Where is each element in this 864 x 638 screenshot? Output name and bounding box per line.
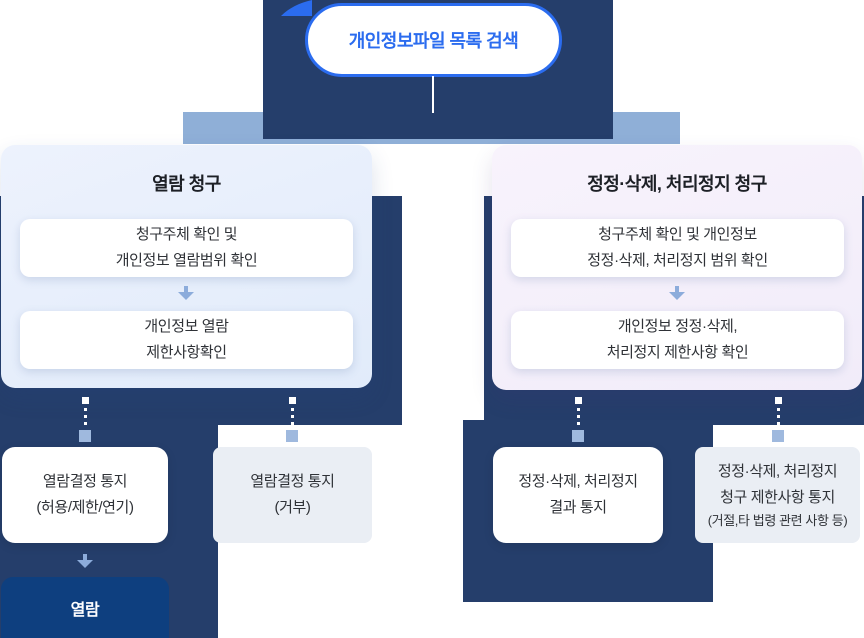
view-step-2: 개인정보 열람 제한사항확인 <box>20 311 353 369</box>
connector-line <box>432 76 434 113</box>
correction-step-1: 청구주체 확인 및 개인정보 정정·삭제, 처리정지 범위 확인 <box>511 219 844 277</box>
correction-request-card: 정정·삭제, 처리정지 청구 청구주체 확인 및 개인정보 정정·삭제, 처리정… <box>492 145 862 390</box>
dotted-arrow-icon <box>79 397 91 442</box>
dotted-arrow-icon <box>572 397 584 442</box>
view-step-2-line2: 제한사항확인 <box>146 344 227 361</box>
search-pill-label: 개인정보파일 목록 검색 <box>348 31 519 51</box>
view-step-1: 청구주체 확인 및 개인정보 열람범위 확인 <box>20 219 353 277</box>
correction-limit-notice-box: 정정·삭제, 처리정지 청구 제한사항 통지 (거절,타 법령 관련 사항 등) <box>695 447 860 543</box>
view-decision-notice-line1: 열람결정 통지 <box>42 473 128 490</box>
correction-result-line2: 결과 통지 <box>549 499 607 516</box>
view-decision-notice-box: 열람결정 통지 (허용/제한/연기) <box>2 447 168 543</box>
correction-limit-line2: 청구 제한사항 통지 <box>720 489 835 506</box>
correction-step-2: 개인정보 정정·삭제, 처리정지 제한사항 확인 <box>511 311 844 369</box>
correction-result-line1: 정정·삭제, 처리정지 <box>518 473 638 490</box>
final-view-label: 열람 <box>70 601 100 619</box>
view-denied-notice-line2: (거부) <box>274 499 311 516</box>
view-request-title: 열람 청구 <box>152 174 221 194</box>
down-arrow-icon <box>669 286 685 301</box>
search-pill-button[interactable]: 개인정보파일 목록 검색 <box>305 3 562 77</box>
view-denied-notice-line1: 열람결정 통지 <box>250 473 335 490</box>
correction-limit-line3: (거절,타 법령 관련 사항 등) <box>707 513 848 528</box>
correction-step-1-line1: 청구주체 확인 및 개인정보 <box>598 226 757 243</box>
down-arrow-icon <box>77 554 93 569</box>
view-step-1-line1: 청구주체 확인 및 <box>135 226 238 243</box>
dotted-arrow-icon <box>772 397 784 442</box>
view-step-1-line2: 개인정보 열람범위 확인 <box>115 252 258 269</box>
correction-result-notice-box: 정정·삭제, 처리정지 결과 통지 <box>493 447 663 543</box>
correction-step-2-line1: 개인정보 정정·삭제, <box>617 318 738 335</box>
correction-request-title: 정정·삭제, 처리정지 청구 <box>587 174 767 194</box>
correction-limit-line1: 정정·삭제, 처리정지 <box>717 463 838 480</box>
view-step-2-line1: 개인정보 열람 <box>144 318 229 335</box>
final-view-box: 열람 <box>1 577 169 638</box>
view-denied-notice-box: 열람결정 통지 (거부) <box>213 447 372 543</box>
correction-step-2-line2: 처리정지 제한사항 확인 <box>606 344 749 361</box>
correction-step-1-line2: 정정·삭제, 처리정지 범위 확인 <box>587 252 768 269</box>
view-decision-notice-line2: (허용/제한/연기) <box>36 499 134 516</box>
dotted-arrow-icon <box>286 397 298 442</box>
curved-arrow-fragment-icon <box>281 0 312 16</box>
down-arrow-icon <box>178 286 194 301</box>
view-request-card: 열람 청구 청구주체 확인 및 개인정보 열람범위 확인 개인정보 열람 제한사… <box>1 145 372 388</box>
